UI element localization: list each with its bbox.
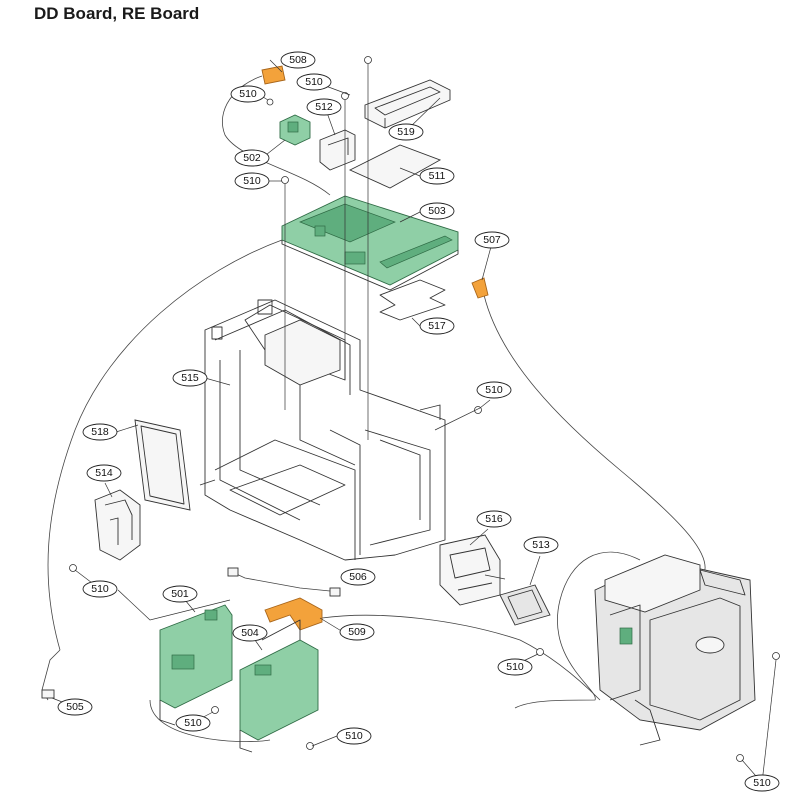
- callout-512: 512: [306, 98, 342, 116]
- callout-label: 504: [241, 627, 259, 639]
- callout-label: 510: [184, 717, 202, 729]
- callout-label: 514: [95, 467, 113, 479]
- callout-507: 507: [474, 231, 510, 249]
- screw-icon: [211, 706, 219, 714]
- callout-label: 509: [348, 626, 366, 638]
- callout-label: 510: [753, 777, 771, 789]
- callout-509: 509: [339, 623, 375, 641]
- callout-label: 507: [483, 234, 501, 246]
- callout-506: 506: [340, 568, 376, 586]
- part-508-orange: [261, 65, 286, 85]
- callout-510: 510: [230, 85, 266, 103]
- part-505-connector: [41, 689, 55, 699]
- cable-lower-loop: [514, 551, 641, 709]
- callout-label: 510: [305, 76, 323, 88]
- callout-515: 515: [172, 369, 208, 387]
- callout-label: 510: [485, 384, 503, 396]
- callout-label: 503: [428, 205, 446, 217]
- callout-label: 515: [181, 372, 199, 384]
- callout-510: 510: [175, 714, 211, 732]
- callout-label: 517: [428, 320, 446, 332]
- chassis-frame: [199, 299, 446, 561]
- part-517-flex: [379, 279, 446, 321]
- callout-label: 506: [349, 571, 367, 583]
- part-501-board: [159, 604, 233, 726]
- cable-lines: [41, 75, 706, 742]
- screw-icon: [306, 742, 314, 750]
- part-516: [439, 534, 501, 606]
- screw-icon: [341, 92, 349, 100]
- callout-label: 508: [289, 54, 307, 66]
- callout-504: 504: [232, 624, 268, 642]
- callout-511: 511: [419, 167, 455, 185]
- callout-501: 501: [162, 585, 198, 603]
- callout-513: 513: [523, 536, 559, 554]
- part-509-orange: [264, 597, 323, 631]
- cable-509-to-camera: [321, 614, 601, 701]
- callout-label: 505: [66, 701, 84, 713]
- callout-label: 510: [345, 730, 363, 742]
- callout-510: 510: [296, 73, 332, 91]
- part-519-cover: [364, 79, 451, 129]
- callout-label: 511: [429, 170, 446, 182]
- callout-label: 516: [485, 513, 503, 525]
- callout-514: 514: [86, 464, 122, 482]
- part-514-bracket: [94, 489, 141, 561]
- callout-510: 510: [82, 580, 118, 598]
- callout-505: 505: [57, 698, 93, 716]
- part-506-cable: [227, 567, 341, 597]
- callout-label: 510: [239, 88, 257, 100]
- callout-508: 508: [280, 51, 316, 69]
- part-518-glass: [134, 419, 191, 511]
- camera-module: [594, 554, 756, 746]
- callout-510: 510: [336, 727, 372, 745]
- screw-icon: [69, 564, 77, 572]
- callout-label: 510: [506, 661, 524, 673]
- callout-label: 502: [243, 152, 261, 164]
- cable-right-loop: [483, 294, 706, 581]
- callout-510: 510: [234, 172, 270, 190]
- screws: [69, 56, 780, 762]
- part-504-re-board: [239, 619, 319, 753]
- callout-510: 510: [744, 774, 780, 792]
- callout-510: 510: [476, 381, 512, 399]
- callout-label: 501: [171, 588, 189, 600]
- part-512-bracket: [319, 129, 356, 171]
- callout-label: 510: [243, 175, 261, 187]
- part-513: [499, 584, 551, 626]
- screw-icon: [266, 98, 274, 106]
- screw-icon: [281, 176, 289, 184]
- callout-label: 513: [532, 539, 550, 551]
- callout-label: 512: [315, 101, 333, 113]
- callout-label: 519: [397, 126, 415, 138]
- screw-icon: [364, 56, 372, 64]
- part-511-sheet: [348, 144, 442, 189]
- callout-517: 517: [419, 317, 455, 335]
- screw-icon: [736, 754, 744, 762]
- callout-519: 519: [388, 123, 424, 141]
- callout-510: 510: [497, 658, 533, 676]
- callout-516: 516: [476, 510, 512, 528]
- part-503-dd-board: [281, 195, 459, 291]
- page-title: DD Board, RE Board: [34, 4, 200, 23]
- callout-label: 518: [91, 426, 109, 438]
- callout-503: 503: [419, 202, 455, 220]
- callout-502: 502: [234, 149, 270, 167]
- callout-518: 518: [82, 423, 118, 441]
- part-502-board: [279, 114, 311, 146]
- screw-icon: [536, 648, 544, 656]
- part-507-orange: [471, 277, 489, 299]
- screw-icon: [772, 652, 780, 660]
- callout-label: 510: [91, 583, 109, 595]
- cable-left-loop: [47, 239, 283, 651]
